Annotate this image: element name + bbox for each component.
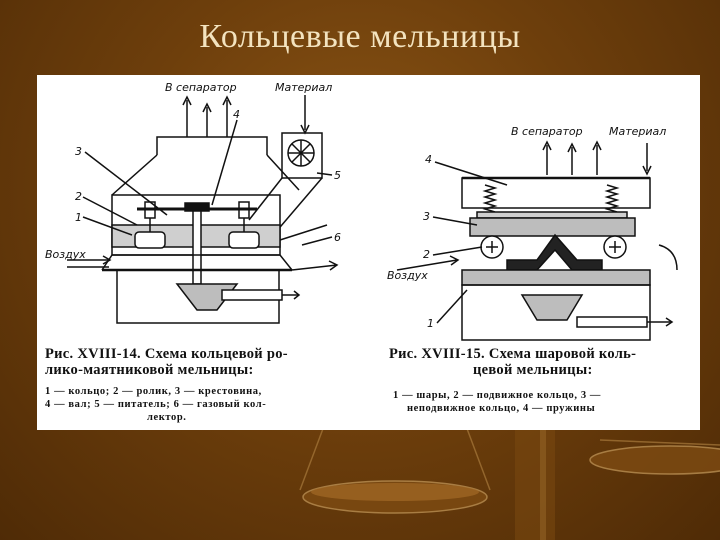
left-material-label: Материал [275,81,332,94]
left-mill-diagram [67,95,339,324]
left-num-3: 3 [75,145,82,158]
left-caption-line2: лико-маятниковой мельницы: [45,362,254,378]
left-legend-line3: лектор. [147,412,187,423]
right-num-1: 1 [427,317,434,330]
left-num-4: 4 [233,108,240,121]
left-separator-label: В сепаратор [165,81,237,94]
left-legend-line1: 1 — кольцо; 2 — ролик, 3 — крестовина, [45,386,262,397]
right-legend-line2: неподвижное кольцо, 4 — пружины [407,403,596,414]
left-num-2: 2 [75,190,82,203]
right-air-label: Воздух [387,269,428,282]
right-num-2: 2 [423,248,430,261]
right-num-3: 3 [423,210,430,223]
right-material-label: Материал [609,125,666,138]
right-num-4: 4 [425,153,432,166]
left-air-label: Воздух [45,248,86,261]
right-caption-line1: Рис. XVIII-15. Схема шаровой коль- [389,346,637,362]
mill-diagrams: В сепаратор Материал Воздух 4 3 2 1 5 6 [45,81,678,341]
left-caption-line1: Рис. XVIII-14. Схема кольцевой ро- [45,346,288,362]
left-num-5: 5 [334,169,341,182]
figure-panel: В сепаратор Материал Воздух 4 3 2 1 5 6 [37,75,700,430]
left-legend-line2: 4 — вал; 5 — питатель; 6 — газовый кол- [45,399,267,410]
right-separator-label: В сепаратор [511,125,583,138]
left-num-1: 1 [75,211,82,224]
right-legend-line1: 1 — шары, 2 — подвижное кольцо, 3 — [393,390,602,401]
slide-title: Кольцевые мельницы [199,18,521,55]
left-num-6: 6 [334,231,341,244]
right-caption-line2: цевой мельницы: [473,362,593,378]
right-mill-diagram [396,140,678,341]
